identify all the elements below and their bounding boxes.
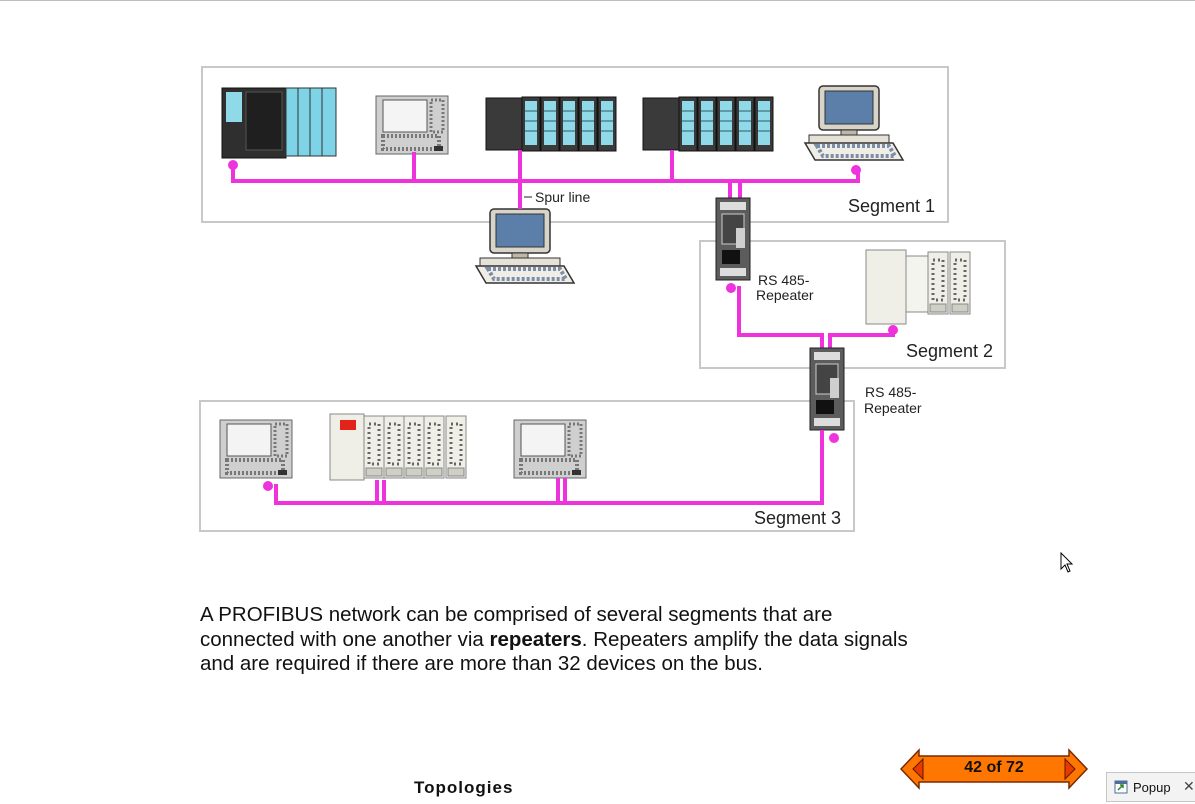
description-part2: . Repeaters amplify the data signals and… — [200, 627, 908, 676]
profibus-topology-diagram: Segment 1 Segment 2 Segment 3 — [199, 66, 1006, 532]
description-bold: repeaters — [489, 627, 582, 651]
s7-400-plc — [221, 87, 337, 159]
bus-terminator — [851, 165, 861, 175]
et200-station-seg3 — [329, 413, 468, 481]
next-page-arrow-icon[interactable] — [1049, 748, 1089, 790]
pc-seg1 — [803, 84, 905, 162]
top-border — [0, 0, 1195, 1]
page-navigator: 42 of 72 — [899, 748, 1089, 790]
segment-2-label: Segment 2 — [906, 341, 993, 361]
mouse-cursor-icon — [1060, 552, 1074, 573]
popup-label: Popup — [1133, 780, 1171, 795]
s7-300-plc-a — [485, 96, 617, 152]
rs485-repeater-2 — [809, 347, 845, 431]
pager-bar — [899, 748, 1089, 790]
repeater-1-label-line1: RS 485- — [758, 272, 810, 288]
spur-line-label: Spur line — [535, 189, 590, 205]
operator-panel-seg1 — [374, 94, 450, 156]
et200-station-seg2 — [865, 249, 972, 325]
bus-terminator — [726, 283, 736, 293]
description-part1: A PROFIBUS network can be comprised of s… — [200, 603, 833, 651]
popup-button[interactable]: Popup ✕ — [1106, 772, 1195, 802]
page-counter: 42 of 72 — [964, 759, 1024, 776]
bus-terminator — [829, 433, 839, 443]
segment-3-bus — [274, 430, 824, 505]
repeater-2-label-line1: RS 485- — [865, 384, 917, 400]
description-text: A PROFIBUS network can be comprised of s… — [200, 603, 920, 677]
repeater-1-label-line2: Repeater — [756, 287, 814, 303]
operator-panel-seg3-b — [512, 418, 588, 480]
page-title: Topologies — [414, 778, 514, 797]
operator-panel-seg3-a — [218, 418, 294, 480]
rs485-repeater-1 — [715, 197, 751, 281]
segment-1-label: Segment 1 — [848, 196, 935, 216]
segment-3-label: Segment 3 — [754, 508, 841, 528]
segment-3-box — [199, 400, 855, 532]
bus-terminator — [228, 160, 238, 170]
repeater-2-label-line2: Repeater — [864, 400, 922, 416]
segment-2-box — [699, 240, 1006, 369]
s7-300-plc-b — [642, 96, 774, 152]
pc-spur-line — [474, 207, 576, 285]
close-icon[interactable]: ✕ — [1183, 778, 1195, 794]
bus-terminator — [888, 325, 898, 335]
bus-terminator — [263, 481, 273, 491]
segment-1-box — [201, 66, 949, 223]
popup-window-icon — [1114, 780, 1128, 794]
